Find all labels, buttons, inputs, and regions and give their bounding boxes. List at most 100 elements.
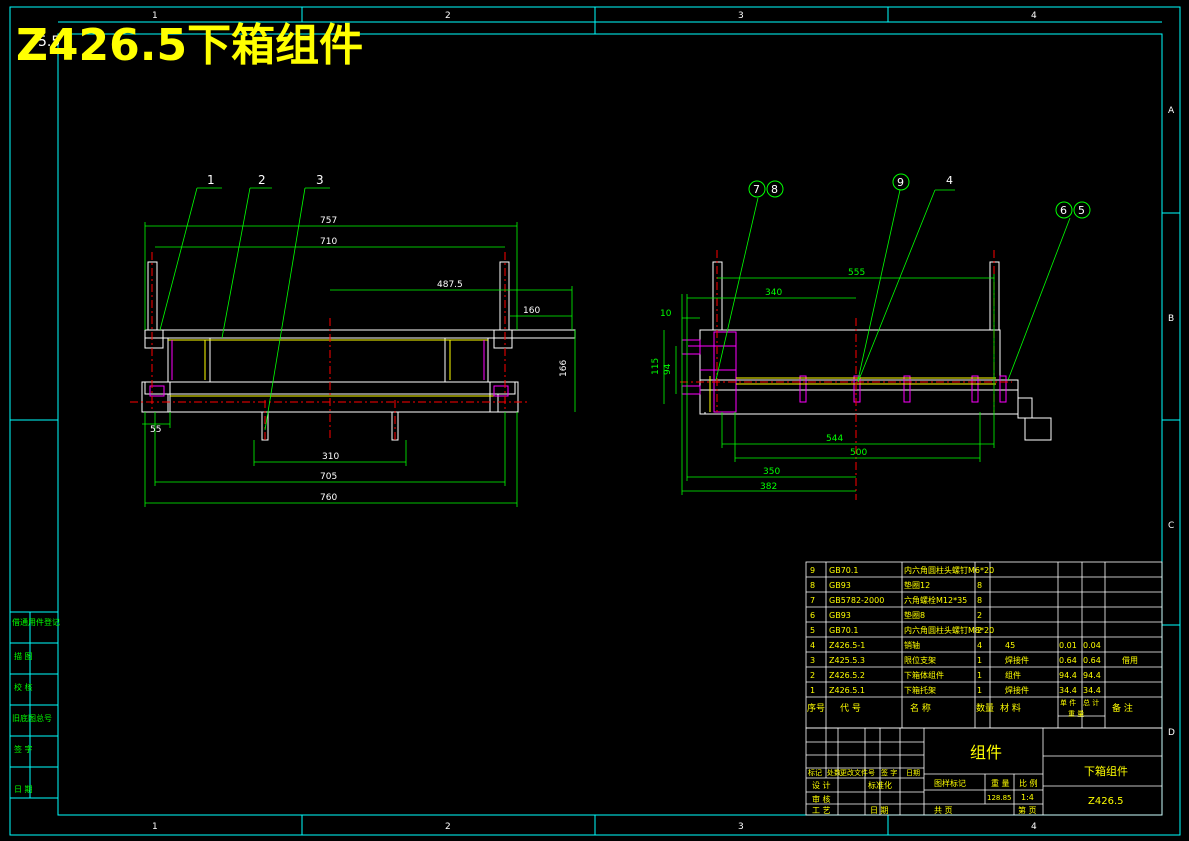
dim-label: 555 <box>848 268 865 278</box>
dim-label: 166 <box>559 360 569 377</box>
weight-value: 128.85 <box>987 794 1012 802</box>
bom-cell-code: GB93 <box>829 581 851 590</box>
bom-header-name: 名 称 <box>910 702 931 714</box>
dim-label: 705 <box>320 472 337 482</box>
strip-label: 校 核 <box>14 682 33 692</box>
bom-cell-qty: 1 <box>977 671 982 680</box>
rev-header: 更改文件号 <box>840 768 875 777</box>
bom-cell-no: 7 <box>810 596 815 605</box>
bom-header-code: 代 号 <box>840 703 861 714</box>
bom-cell-code: GB5782-2000 <box>829 596 884 605</box>
zone-top-3: 3 <box>738 11 744 21</box>
bom-cell-no: 1 <box>810 686 815 695</box>
bom-cell-code: Z425.5.3 <box>829 656 865 665</box>
bom-cell-name: 销轴 <box>904 640 920 650</box>
bom-cell-no: 9 <box>810 566 815 575</box>
bom-cell-name: 六角螺栓M12*35 <box>904 595 967 605</box>
bom-cell-qty: 4 <box>977 641 982 650</box>
bom-cell-qty: 8 <box>977 581 982 590</box>
left-strip-labels: 借通用件登记 描 图 校 核 旧底图总号 签 字 日 期 <box>12 617 60 794</box>
weight-label: 重 量 <box>991 778 1010 788</box>
balloon-label: 1 <box>207 173 215 187</box>
bom-cell-unit: 0.01 <box>1059 641 1077 650</box>
title-block-text: 组件 下箱组件 Z426.5 图样标记 重 量 比 例 128.85 1:4 共… <box>808 743 1128 815</box>
bom-cell-name: 下箱托架 <box>904 685 936 695</box>
title-underlay-text: 5.5 <box>38 34 60 50</box>
bom-cell-mat: 45 <box>1005 641 1015 650</box>
sheets-total: 共 页 <box>934 806 953 815</box>
strip-label: 借通用件登记 <box>12 617 60 627</box>
dim-label: 382 <box>760 482 777 492</box>
scale-value: 1:4 <box>1021 793 1034 802</box>
bom-cell-total: 34.4 <box>1083 686 1101 695</box>
bom-cell-mat: 组件 <box>1005 670 1021 680</box>
dim-label: 55 <box>150 425 161 435</box>
dim-label: 757 <box>320 216 337 226</box>
bom-cell-unit: 0.64 <box>1059 656 1077 665</box>
bom-cell-name: 限位支架 <box>904 655 936 665</box>
bom-cell-code: Z426.5.1 <box>829 686 865 695</box>
bom-cell-name: 内六角圆柱头螺钉M6*20 <box>904 565 994 575</box>
dim-label: 487.5 <box>437 280 463 290</box>
zone-top-1: 1 <box>152 11 158 21</box>
balloon-label: 2 <box>258 173 266 187</box>
zone-bottom-1: 1 <box>152 822 158 832</box>
zone-right-a: A <box>1168 106 1175 116</box>
zone-bottom-4: 4 <box>1031 822 1037 832</box>
zone-right-d: D <box>1168 728 1175 738</box>
sign-row: 审 核 <box>812 794 831 804</box>
drawing-number: Z426.5 <box>1088 796 1123 807</box>
scale-label: 比 例 <box>1019 778 1038 788</box>
balloon-label: 6 <box>1060 204 1067 217</box>
balloon-label: 9 <box>897 176 904 189</box>
bom-cell-no: 3 <box>810 656 815 665</box>
zone-top-2: 2 <box>445 11 451 21</box>
dim-label: 760 <box>320 493 337 503</box>
bom-cell-no: 2 <box>810 671 815 680</box>
sign-row: 工 艺 <box>812 806 831 815</box>
bom-header-total: 总 计 <box>1083 698 1099 707</box>
balloon-label: 8 <box>771 183 778 196</box>
bom-header-unit: 单 件 <box>1060 698 1076 707</box>
bom-cell-code: GB93 <box>829 611 851 620</box>
bom-cell-note: 借用 <box>1122 655 1138 665</box>
rev-header: 标记 <box>808 768 822 777</box>
bom-cell-unit: 34.4 <box>1059 686 1077 695</box>
page-title: Z426.5下箱组件 <box>16 20 363 71</box>
rev-header: 签 字 <box>881 768 897 777</box>
dim-label: 160 <box>523 306 540 316</box>
balloon-label: 4 <box>946 174 953 187</box>
bom-cell-qty: 2 <box>977 626 982 635</box>
zone-right-b: B <box>1168 314 1174 324</box>
zone-bottom-2: 2 <box>445 822 451 832</box>
bom-header-qty: 数量 <box>976 702 994 714</box>
title-block <box>805 727 1163 816</box>
zone-right-c: C <box>1168 521 1174 531</box>
bom-cell-code: Z426.5-1 <box>829 641 865 650</box>
dim-label: 94 <box>663 363 673 375</box>
rev-header: 处数 <box>827 768 841 777</box>
bom-cell-qty: 8 <box>977 596 982 605</box>
bom-cell-code: Z426.5.2 <box>829 671 865 680</box>
dim-label: 115 <box>651 358 661 375</box>
bom-cell-name: 垫圈12 <box>904 580 930 590</box>
rev-header: 日期 <box>906 769 920 777</box>
bom-header-weight: 重 量 <box>1068 710 1084 718</box>
bom-cell-qty: 1 <box>977 656 982 665</box>
bom-header-note: 备 注 <box>1112 702 1133 714</box>
bom-cell-qty: 2 <box>977 611 982 620</box>
zone-bottom-3: 3 <box>738 822 744 832</box>
bom-cell-no: 6 <box>810 611 815 620</box>
bom-cell-total: 94.4 <box>1083 671 1101 680</box>
bom-cell-no: 8 <box>810 581 815 590</box>
balloon-label: 3 <box>316 173 324 187</box>
bom-cell-no: 5 <box>810 626 815 635</box>
bom-cell-total: 0.64 <box>1083 656 1101 665</box>
bom-cell-no: 4 <box>810 641 815 650</box>
right-view: 555 340 10 115 94 544 500 350 382 7 8 9 … <box>651 173 1091 500</box>
bom-cell-unit: 94.4 <box>1059 671 1077 680</box>
balloon-label: 5 <box>1078 204 1085 217</box>
bom-cell-name: 下箱体组件 <box>904 670 944 680</box>
sheet-frame <box>9 6 1181 836</box>
